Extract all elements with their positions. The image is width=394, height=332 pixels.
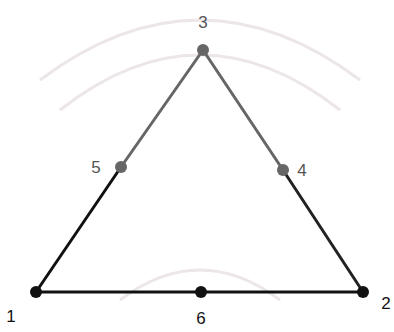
node-number: 5 (91, 159, 100, 176)
node-number: 6 (196, 310, 205, 327)
element-edges (36, 50, 363, 292)
node-number: 2 (381, 295, 390, 312)
node-number: 3 (198, 14, 207, 31)
node-dots (30, 44, 369, 298)
node-number: 1 (6, 308, 15, 325)
watermark-arcs (40, 20, 360, 300)
node-number: 4 (297, 162, 306, 179)
